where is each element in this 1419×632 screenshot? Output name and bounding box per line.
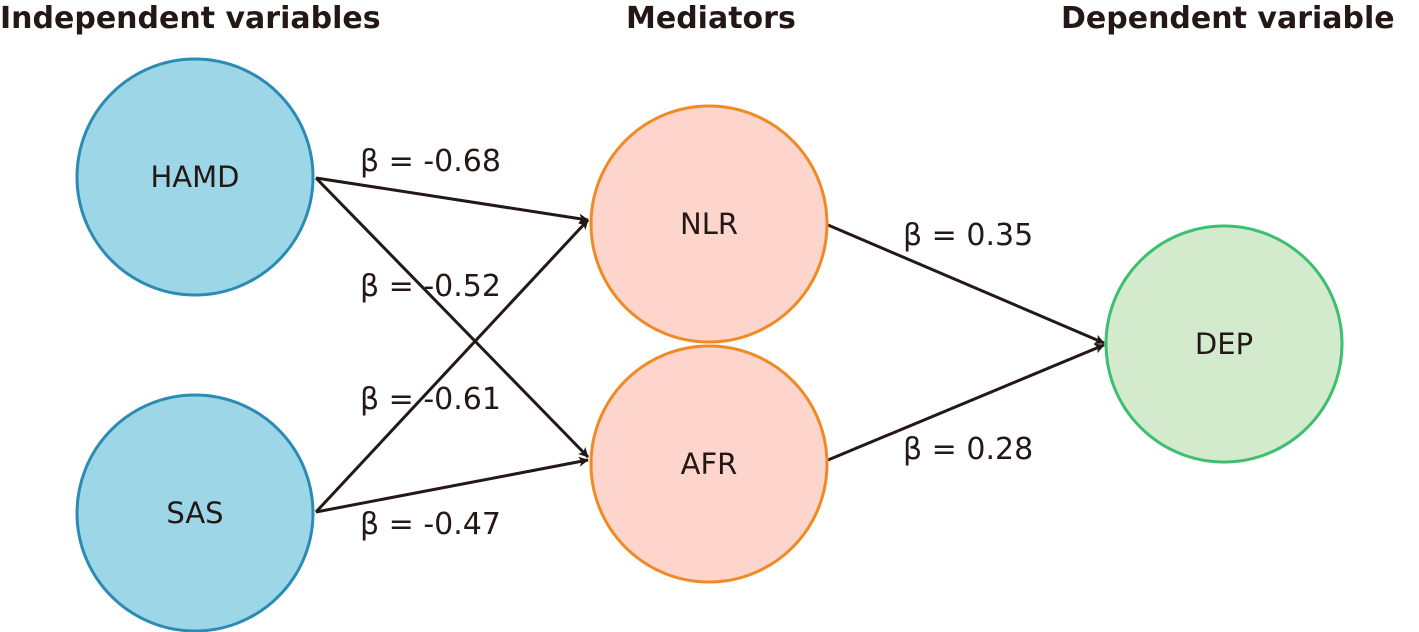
beta-label-nlr-dep: β = 0.35 bbox=[903, 218, 1033, 253]
edge-sas-nlr bbox=[314, 218, 590, 514]
edge-sas-afr bbox=[315, 456, 589, 514]
node-nlr: NLR bbox=[589, 104, 829, 344]
node-hamd-label: HAMD bbox=[151, 160, 240, 194]
node-sas-label: SAS bbox=[166, 496, 223, 530]
node-sas-circle bbox=[75, 393, 315, 632]
heading-mediators: Mediators bbox=[626, 1, 796, 36]
node-dep-circle bbox=[1104, 224, 1344, 464]
node-dep: DEP bbox=[1104, 224, 1344, 464]
edge-nlr-dep bbox=[827, 223, 1105, 345]
node-afr-label: AFR bbox=[681, 447, 738, 481]
beta-label-afr-dep: β = 0.28 bbox=[903, 432, 1033, 467]
node-afr: AFR bbox=[589, 344, 829, 584]
edge-hamd-nlr bbox=[315, 176, 589, 224]
beta-label-hamd-afr: β = -0.52 bbox=[360, 269, 501, 304]
edge-afr-dep bbox=[827, 343, 1105, 462]
edge-hamd-afr bbox=[314, 176, 590, 459]
heading-dependent-variable: Dependent variable bbox=[1061, 1, 1395, 36]
heading-independent-variables: Independent variables bbox=[0, 1, 381, 36]
node-nlr-label: NLR bbox=[680, 207, 738, 241]
node-afr-circle bbox=[589, 344, 829, 584]
node-hamd-circle bbox=[75, 57, 315, 297]
node-hamd: HAMD bbox=[75, 57, 315, 297]
beta-label-sas-afr: β = -0.47 bbox=[360, 507, 501, 542]
beta-label-hamd-nlr: β = -0.68 bbox=[360, 144, 501, 179]
node-sas: SAS bbox=[75, 393, 315, 632]
node-nlr-circle bbox=[589, 104, 829, 344]
beta-label-sas-nlr: β = -0.61 bbox=[360, 382, 501, 417]
node-dep-label: DEP bbox=[1195, 327, 1253, 361]
